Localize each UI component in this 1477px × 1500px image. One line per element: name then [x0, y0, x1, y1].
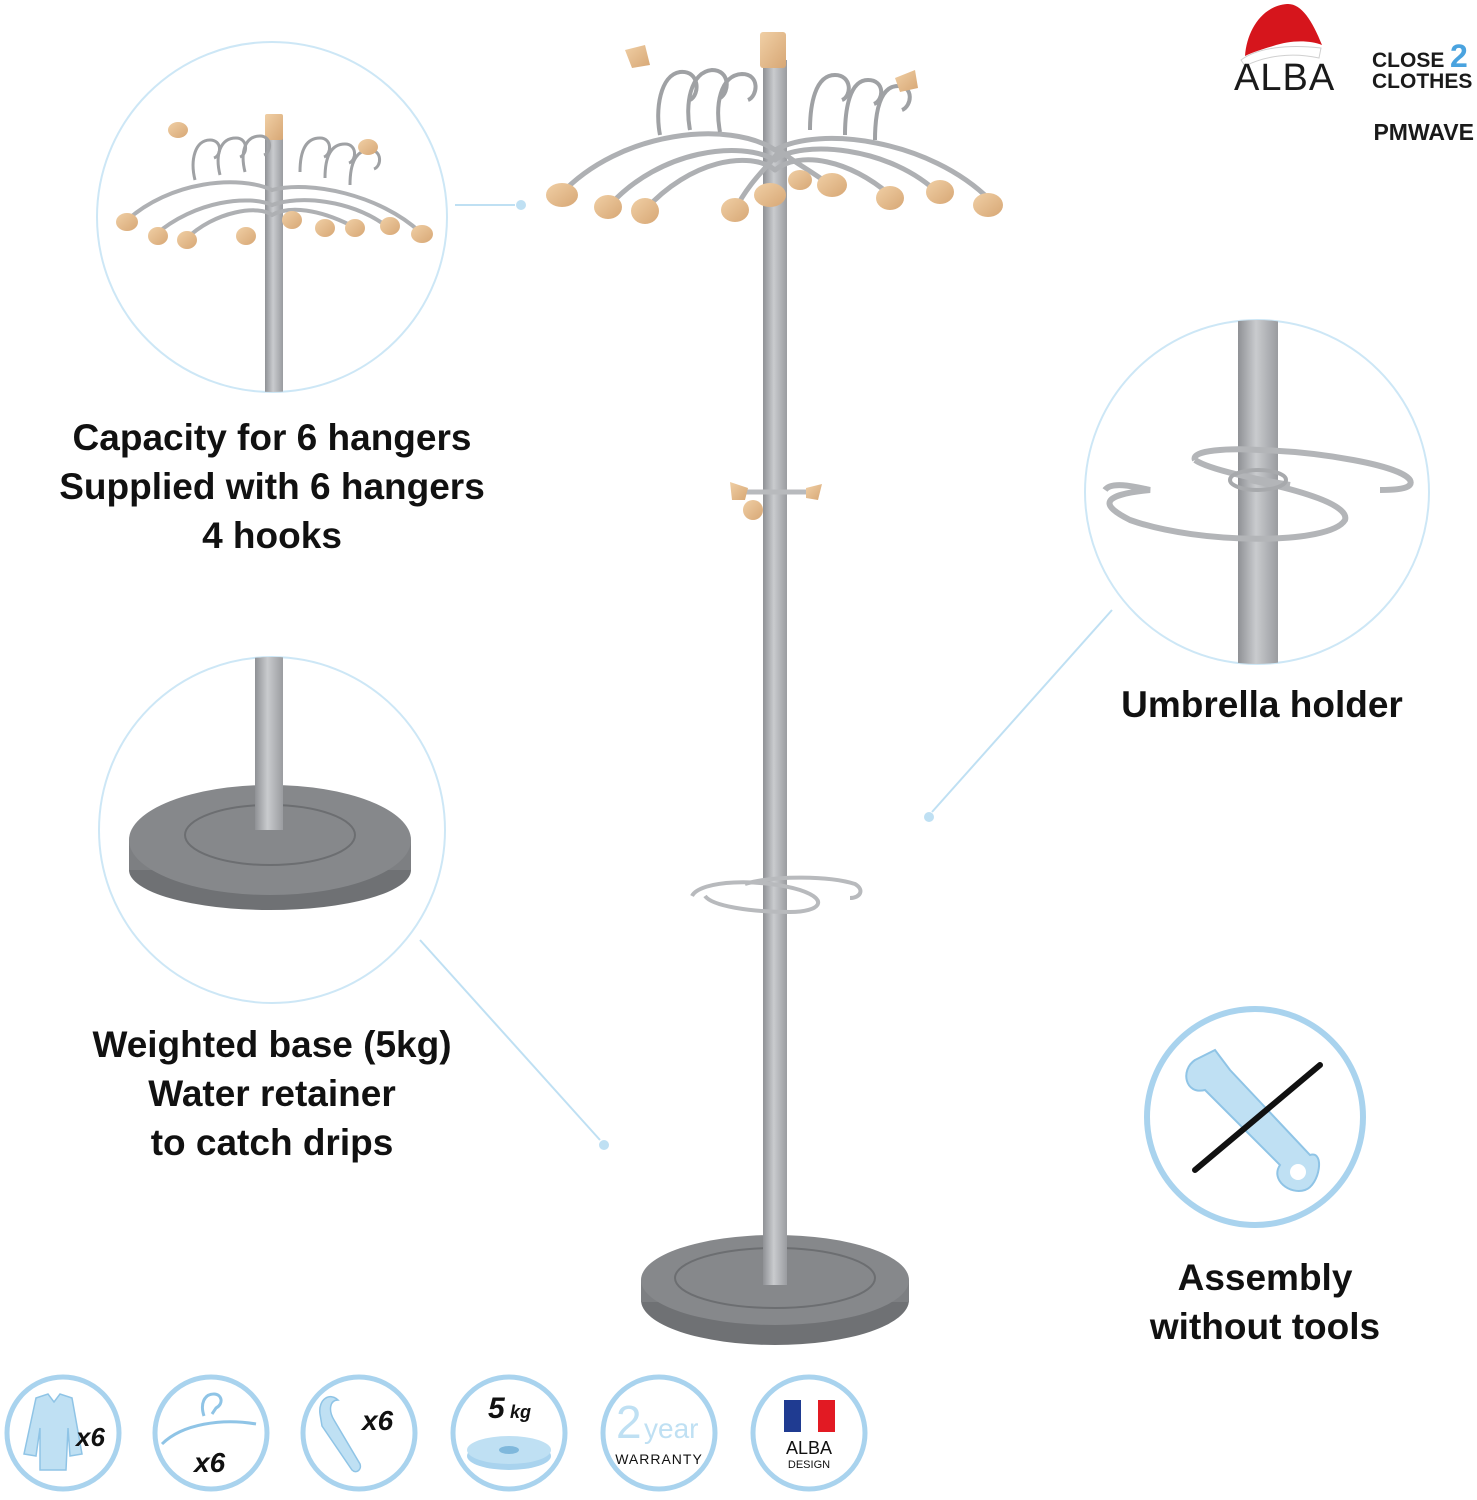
base-line-1: Weighted base (5kg) — [92, 1024, 452, 1065]
callout-base — [98, 656, 446, 1004]
capacity-line-2: Supplied with 6 hangers — [59, 466, 485, 507]
assembly-line-2: without tools — [1149, 1306, 1381, 1347]
base-description: Weighted base (5kg) Water retainer to ca… — [22, 1020, 522, 1167]
warranty-word: year — [644, 1413, 698, 1444]
callout-connectors — [419, 200, 1113, 1150]
assembly-description: Assembly without tools — [1065, 1253, 1465, 1351]
brand-logo: ALBA CLOSE 2 CLOTHES PMWAVE — [1234, 3, 1474, 145]
top-arms — [557, 131, 993, 213]
hanger-icon — [160, 1392, 257, 1446]
warranty-label: WARRANTY — [615, 1451, 703, 1467]
design-label: DESIGN — [788, 1459, 830, 1471]
badge-hooks: x6 — [300, 1374, 418, 1492]
umbrella-ring — [690, 875, 863, 915]
badge-coats: x6 — [4, 1374, 122, 1492]
pole — [763, 60, 787, 1285]
coat-icon — [23, 1393, 83, 1471]
logo-main: ALBA — [1234, 57, 1335, 99]
weight-plate-icon — [467, 1436, 551, 1470]
base-line-2: Water retainer — [148, 1073, 396, 1114]
weight-number: 5 — [488, 1392, 506, 1425]
badge-hangers: x6 — [152, 1374, 270, 1492]
wooden-tips — [546, 45, 1003, 224]
santa-hat-icon — [1240, 3, 1322, 67]
coat-stand-illustration — [96, 32, 1430, 1345]
middle-hooks — [730, 482, 822, 520]
assembly-line-1: Assembly — [1177, 1257, 1353, 1298]
warranty-number: 2 — [616, 1396, 642, 1448]
logo-sub-number: 2 — [1450, 38, 1468, 74]
tools-free-icon — [1144, 1006, 1366, 1228]
umbrella-description: Umbrella holder — [1062, 680, 1462, 729]
capacity-line-3: 4 hooks — [202, 515, 342, 556]
badge-design: ALBA DESIGN — [750, 1374, 868, 1492]
callout-top-hangers — [96, 41, 448, 393]
logo-sub-line1: CLOSE — [1372, 49, 1444, 72]
design-brand: ALBA — [786, 1438, 832, 1458]
french-flag-icon — [784, 1400, 835, 1432]
logo-sub-line2: CLOTHES — [1372, 70, 1472, 93]
callout-umbrella — [1084, 319, 1430, 665]
capacity-description: Capacity for 6 hangers Supplied with 6 h… — [22, 413, 522, 560]
badge-weight: 5 kg — [450, 1374, 568, 1492]
umbrella-line-1: Umbrella holder — [1121, 684, 1403, 725]
model-code: PMWAVE — [1373, 119, 1474, 145]
weight-unit: kg — [510, 1402, 531, 1422]
hangers-count: x6 — [192, 1447, 226, 1478]
hooks-count: x6 — [360, 1405, 394, 1436]
coats-count: x6 — [74, 1422, 105, 1452]
pole-cap — [760, 32, 786, 68]
base-line-3: to catch drips — [150, 1122, 394, 1163]
badge-warranty: 2 year WARRANTY — [600, 1374, 718, 1492]
capacity-line-1: Capacity for 6 hangers — [72, 417, 472, 458]
hook-icon — [319, 1395, 362, 1473]
